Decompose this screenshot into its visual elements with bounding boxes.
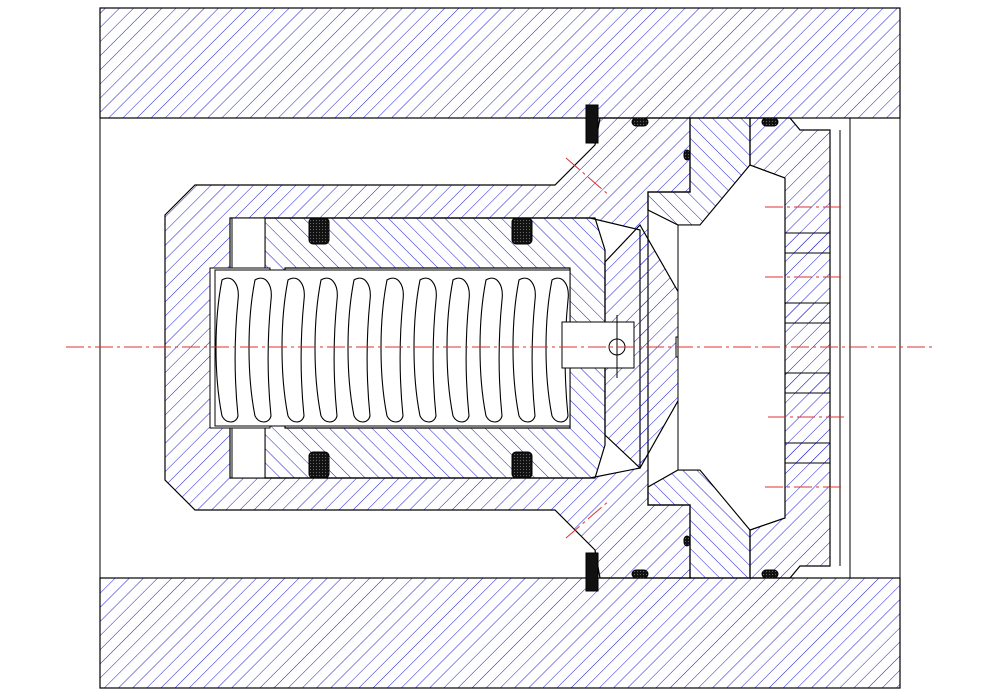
o-ring — [683, 535, 691, 547]
housing-bore-lines — [99, 118, 901, 578]
valve-seat-block — [647, 117, 786, 579]
spring-coil — [446, 277, 470, 423]
housing-bottom — [99, 577, 901, 689]
spring-coil — [479, 277, 503, 423]
center-lines — [66, 157, 934, 539]
spring-coil — [281, 277, 305, 423]
center-line — [565, 499, 611, 539]
spring-coil — [215, 277, 239, 423]
o-ring — [761, 117, 779, 127]
spring-coil — [314, 277, 338, 423]
o-ring — [761, 569, 779, 579]
center-line — [565, 157, 611, 197]
o-ring — [308, 451, 330, 479]
spring-coil — [347, 277, 371, 423]
o-ring — [308, 217, 330, 245]
spring-coil — [545, 277, 569, 423]
o-ring-seals — [308, 117, 779, 579]
spring-coil — [413, 277, 437, 423]
o-ring — [631, 569, 649, 579]
o-ring — [511, 217, 533, 245]
o-ring — [683, 149, 691, 161]
plug-rib — [784, 232, 831, 254]
spring-coil — [248, 277, 272, 423]
plug-rib — [784, 302, 831, 324]
compression-spring — [215, 277, 569, 423]
retaining-ring — [585, 104, 599, 592]
housing-top — [99, 7, 901, 119]
plug-rib — [784, 372, 831, 394]
spring-coil — [380, 277, 404, 423]
o-ring — [511, 451, 533, 479]
spring-coil — [512, 277, 536, 423]
o-ring — [631, 117, 649, 127]
end-plug — [749, 117, 831, 579]
plug-rib — [784, 442, 831, 464]
